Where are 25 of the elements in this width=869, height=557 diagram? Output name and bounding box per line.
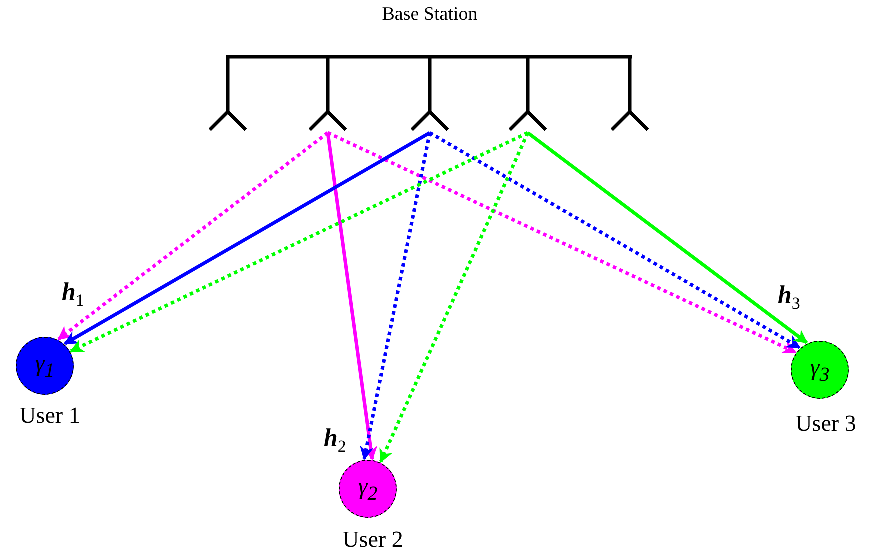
arrow [379, 132, 530, 464]
channel-label: h$_{1}$ [62, 280, 84, 309]
arrow [526, 132, 808, 344]
arrow [360, 132, 432, 461]
user-circle: γ$_{3}$ [791, 341, 849, 399]
user-label: User 1 [20, 403, 80, 429]
arrow [327, 131, 797, 354]
antenna-symbol [309, 57, 347, 132]
node-title: Base Station [382, 4, 478, 27]
antenna-symbol [509, 57, 547, 132]
channel-label: h$_{3}$ [778, 283, 800, 312]
arrow [58, 132, 330, 341]
arrow [326, 132, 378, 461]
user-circle: γ$_{2}$ [339, 460, 397, 518]
channel-label: h$_{2}$ [324, 426, 346, 455]
arrow [70, 131, 529, 353]
arrow [429, 131, 802, 350]
user-label: User 2 [342, 527, 404, 553]
antenna-symbol [411, 57, 449, 132]
antenna-symbol [209, 57, 247, 132]
user-label: User 3 [796, 411, 856, 437]
bus-bar [226, 55, 632, 59]
user-circle: γ$_{1}$ [16, 337, 74, 395]
arrow [64, 131, 431, 346]
antenna-symbol [611, 57, 649, 132]
